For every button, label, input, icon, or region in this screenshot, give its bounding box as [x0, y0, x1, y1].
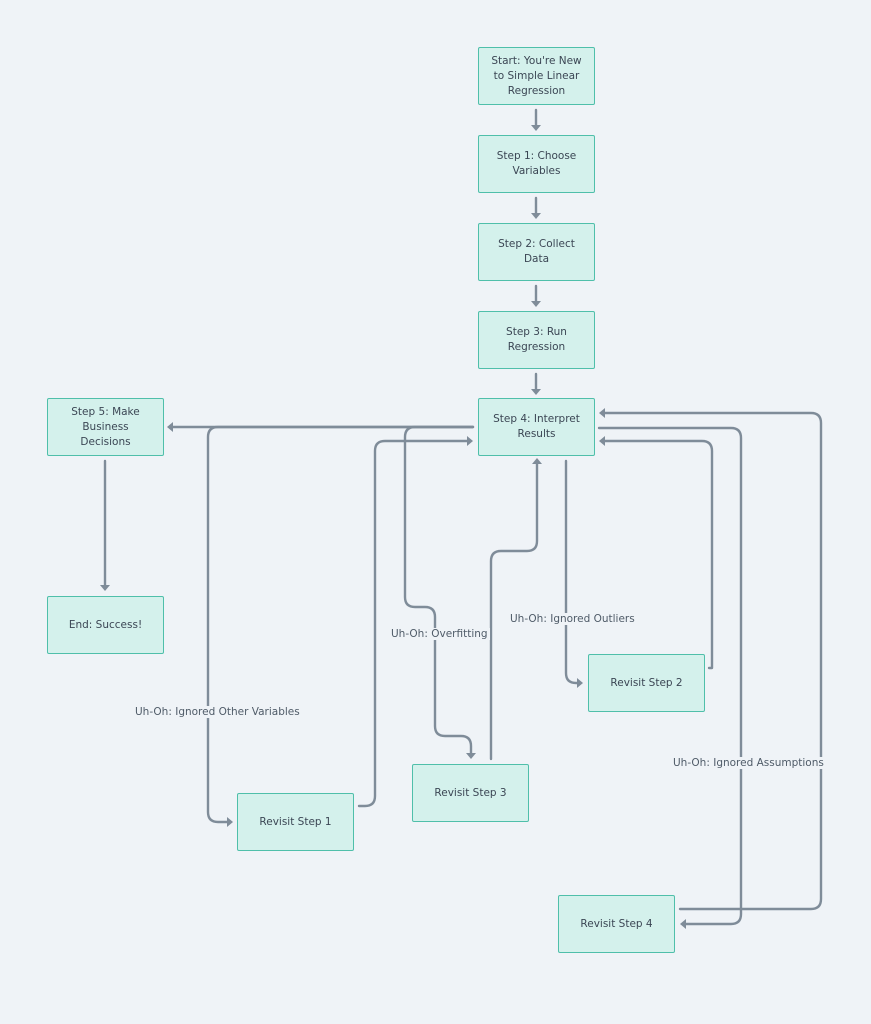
node-end[interactable]: End: Success!	[47, 596, 164, 654]
edge-revisit2-to-step4	[602, 439, 714, 670]
node-step4[interactable]: Step 4: Interpret Results	[478, 398, 595, 456]
arrowhead	[227, 817, 233, 827]
arrowhead	[531, 125, 541, 131]
arrowhead	[466, 753, 476, 759]
node-step2[interactable]: Step 2: Collect Data	[478, 223, 595, 281]
node-revisit3[interactable]: Revisit Step 3	[412, 764, 529, 822]
arrowhead	[577, 678, 583, 688]
node-start[interactable]: Start: You're New to Simple Linear Regre…	[478, 47, 595, 105]
edge-label-other-variables: Uh-Oh: Ignored Other Variables	[133, 706, 302, 718]
edge-revisit4-to-step4	[602, 411, 823, 911]
arrowhead	[599, 436, 605, 446]
arrowhead	[531, 301, 541, 307]
arrowhead	[100, 585, 110, 591]
node-step1[interactable]: Step 1: Choose Variables	[478, 135, 595, 193]
edge-step4-to-revisit3	[403, 425, 475, 756]
edge-label-overfitting: Uh-Oh: Overfitting	[389, 628, 490, 640]
arrowhead	[531, 389, 541, 395]
arrowhead	[467, 436, 473, 446]
node-step5[interactable]: Step 5: Make Business Decisions	[47, 398, 164, 456]
arrowhead	[531, 213, 541, 219]
arrowhead	[599, 408, 605, 418]
edge-step4-to-revisit2	[564, 459, 580, 685]
node-revisit4[interactable]: Revisit Step 4	[558, 895, 675, 953]
arrowhead	[532, 458, 542, 464]
edge-label-assumptions: Uh-Oh: Ignored Assumptions	[671, 757, 826, 769]
node-revisit1[interactable]: Revisit Step 1	[237, 793, 354, 851]
edge-step4-to-revisit4	[597, 426, 743, 926]
arrowhead	[680, 919, 686, 929]
node-revisit2[interactable]: Revisit Step 2	[588, 654, 705, 712]
edge-revisit1-to-step4	[357, 439, 470, 808]
edge-revisit3-to-step4	[489, 461, 539, 761]
arrowhead	[167, 422, 173, 432]
edge-step4-to-revisit1	[206, 425, 475, 824]
edge-label-outliers: Uh-Oh: Ignored Outliers	[508, 613, 637, 625]
node-step3[interactable]: Step 3: Run Regression	[478, 311, 595, 369]
